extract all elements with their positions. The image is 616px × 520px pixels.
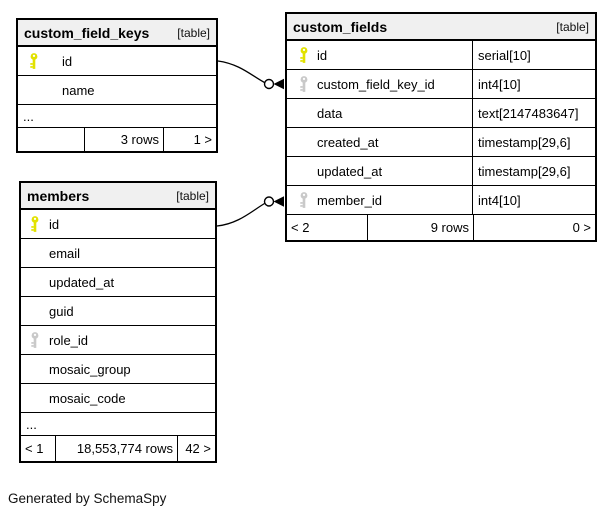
column-name: custom_field_key_id [317, 76, 435, 92]
footer-row-count: 3 rows [84, 128, 163, 151]
table-node-custom_fields[interactable]: custom_fields [table] id serial[10] cust… [285, 12, 597, 242]
footer-next: 42 > [177, 436, 215, 461]
column-name: mosaic_group [49, 361, 131, 377]
primary-key-icon [30, 216, 40, 233]
column-row-mosaic_code: mosaic_code [21, 384, 215, 413]
column-row-updated_at: updated_at [21, 268, 215, 297]
table-type-badge: [table] [176, 188, 209, 203]
table-footer: 3 rows 1 > [18, 128, 216, 151]
column-name: guid [49, 303, 74, 319]
column-row-id: id [18, 47, 216, 76]
table-header[interactable]: custom_field_keys [table] [18, 20, 216, 47]
generator-credit: Generated by SchemaSpy [8, 491, 167, 506]
column-name: updated_at [317, 163, 383, 179]
table-type-badge: [table] [556, 19, 589, 34]
column-row-name: name [18, 76, 216, 105]
column-type: timestamp[29,6] [472, 128, 595, 156]
column-row-created_at: created_at timestamp[29,6] [287, 128, 595, 157]
column-name: created_at [317, 134, 379, 150]
footer-row-count: 18,553,774 rows [55, 436, 177, 461]
column-row-member_id: member_id int4[10] [287, 186, 595, 215]
column-row-guid: guid [21, 297, 215, 326]
table-header[interactable]: custom_fields [table] [287, 14, 595, 41]
column-name: mosaic_code [49, 390, 126, 406]
ellipsis-label: ... [23, 108, 34, 124]
table-header[interactable]: members [table] [21, 183, 215, 210]
table-footer: < 2 9 rows 0 > [287, 215, 595, 240]
column-name: id [62, 53, 73, 69]
table-title[interactable]: custom_field_keys [24, 24, 150, 41]
column-row-id: id serial[10] [287, 41, 595, 70]
column-name: updated_at [49, 274, 115, 290]
column-type: int4[10] [472, 186, 595, 214]
footer-next: 0 > [473, 215, 595, 240]
column-name: name [62, 82, 95, 98]
column-row-custom_field_key_id: custom_field_key_id int4[10] [287, 70, 595, 99]
footer-prev [18, 128, 84, 151]
column-type: serial[10] [472, 41, 595, 69]
foreign-key-icon [299, 76, 309, 93]
table-title[interactable]: members [27, 187, 90, 204]
primary-key-icon [29, 53, 39, 70]
foreign-key-icon [30, 332, 40, 349]
column-row-role_id: role_id [21, 326, 215, 355]
column-row-mosaic_group: mosaic_group [21, 355, 215, 384]
column-row-email: email [21, 239, 215, 268]
column-name: id [49, 216, 60, 232]
columns-ellipsis-row: ... [21, 413, 215, 436]
column-name: member_id [317, 192, 383, 208]
ellipsis-label: ... [26, 416, 37, 432]
foreign-key-icon [299, 192, 309, 209]
footer-row-count: 9 rows [367, 215, 473, 240]
column-row-data: data text[2147483647] [287, 99, 595, 128]
table-node-members[interactable]: members [table] id email updated_at guid… [19, 181, 217, 463]
relationship-custom_field_keys-to-custom_fields [217, 60, 284, 90]
column-name: email [49, 245, 81, 261]
column-type: int4[10] [472, 70, 595, 98]
table-type-badge: [table] [177, 25, 210, 40]
primary-key-icon [299, 47, 309, 64]
table-node-custom_field_keys[interactable]: custom_field_keys [table] id name ... 3 … [16, 18, 218, 153]
column-type: text[2147483647] [472, 99, 595, 127]
relationship-members-to-custom_fields [216, 196, 284, 227]
column-name: id [317, 47, 328, 63]
column-type: timestamp[29,6] [472, 157, 595, 185]
column-row-id: id [21, 210, 215, 239]
column-name: data [317, 105, 343, 121]
footer-prev: < 1 [25, 441, 44, 456]
column-row-updated_at: updated_at timestamp[29,6] [287, 157, 595, 186]
column-name: role_id [49, 332, 89, 348]
footer-prev: < 2 [291, 220, 310, 235]
columns-ellipsis-row: ... [18, 105, 216, 128]
table-title[interactable]: custom_fields [293, 18, 388, 35]
table-footer: < 1 18,553,774 rows 42 > [21, 436, 215, 461]
footer-next: 1 > [163, 128, 216, 151]
